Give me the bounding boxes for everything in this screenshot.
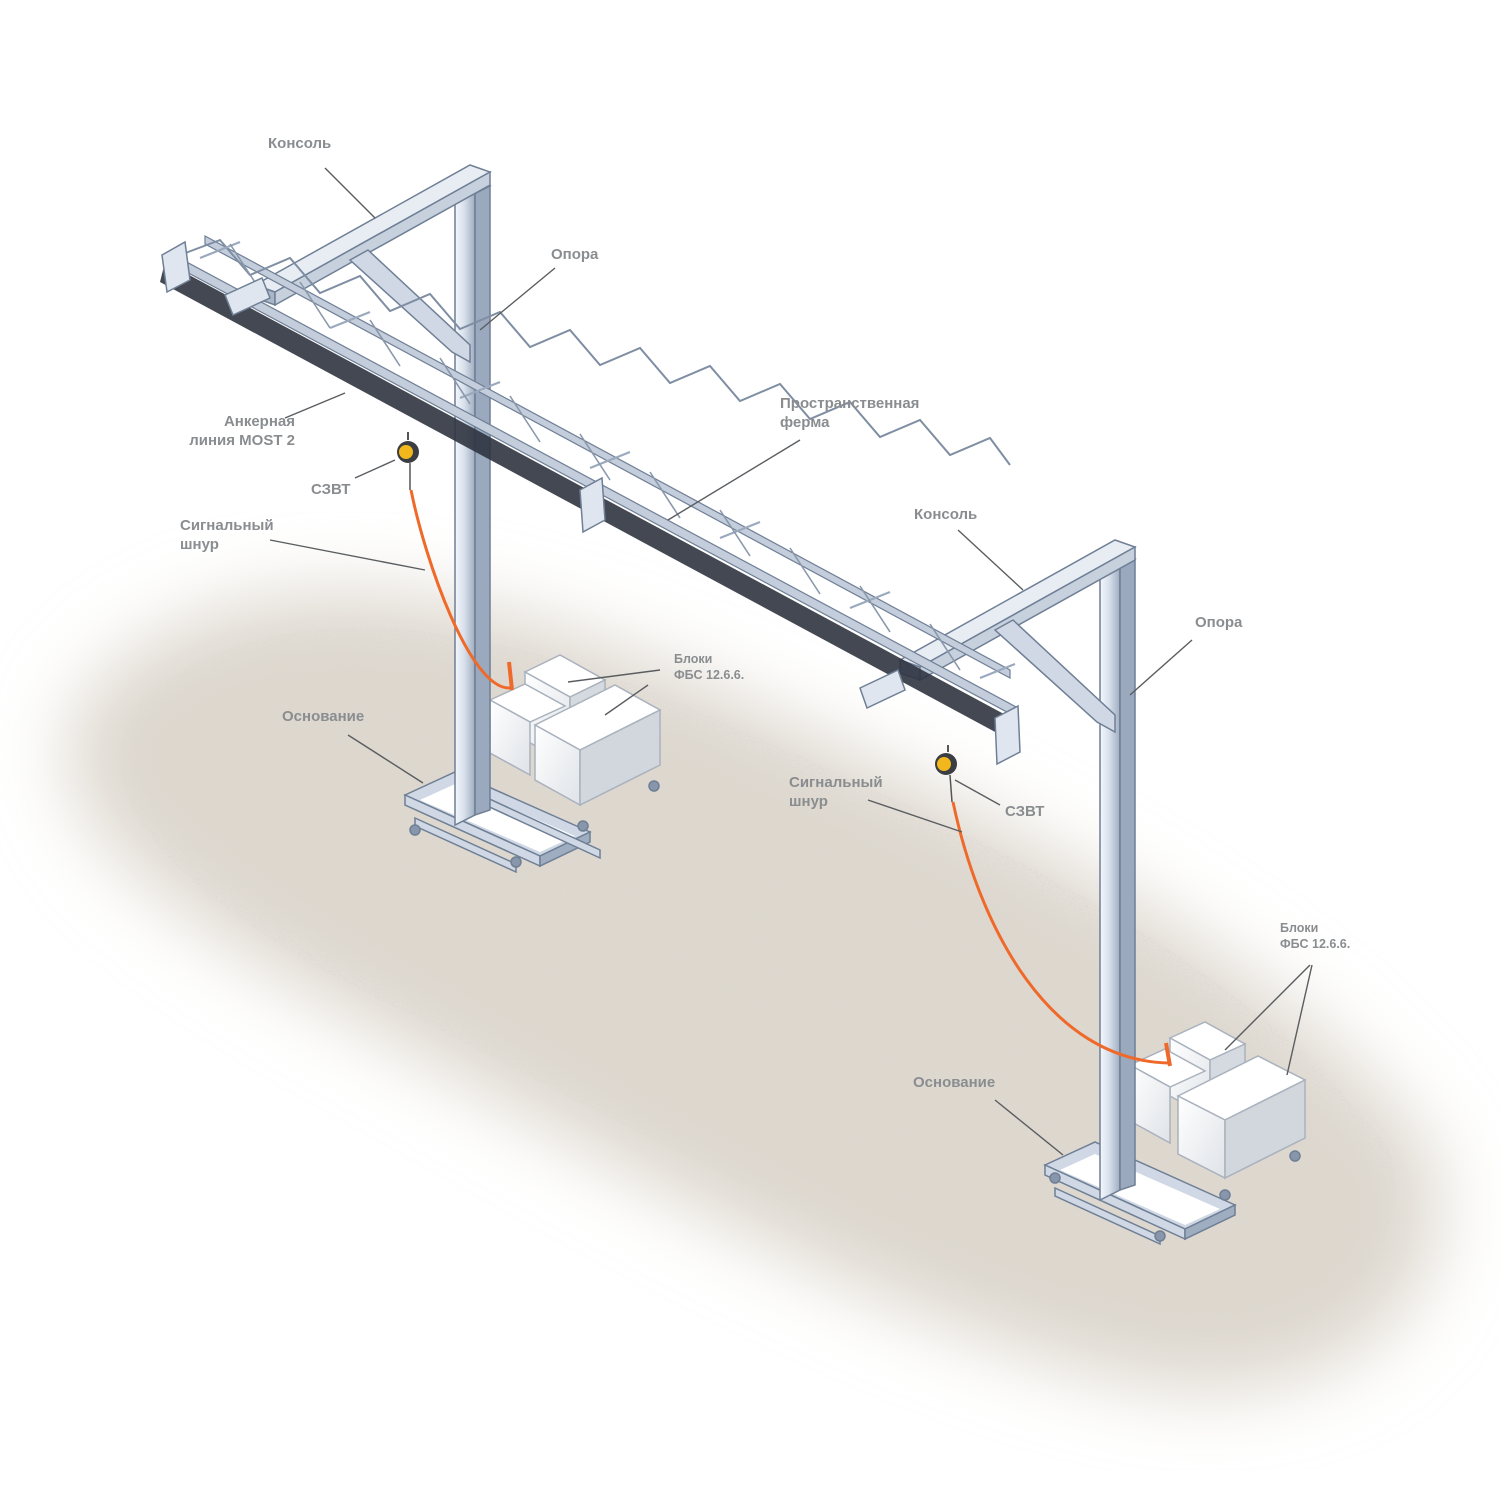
left-signal-cord — [409, 489, 511, 690]
left-console — [253, 164, 492, 364]
retractor-label-right-text: СЗВТ — [1005, 803, 1045, 820]
blocks-label-left: Блоки ФБС 12.6.6. — [674, 651, 744, 683]
base-label-right-text: Основание — [913, 1074, 996, 1091]
anchor-line-label-line2: линия MOST 2 — [189, 432, 295, 449]
space-truss — [160, 234, 1021, 766]
base-label-left: Основание — [282, 707, 364, 726]
blocks-label-left-line2: ФБС 12.6.6. — [674, 668, 745, 682]
left-fbs-blocks — [488, 654, 662, 807]
console-label-right: Консоль — [914, 505, 977, 524]
space-truss-label-line2: ферма — [780, 414, 830, 431]
gravel-ground — [67, 592, 1440, 1391]
retractor-label-left-text: СЗВТ — [311, 481, 351, 498]
anchor-line-label-line1: Анкерная — [223, 413, 295, 430]
blocks-label-left-line1: Блоки — [674, 652, 713, 666]
right-post — [1098, 551, 1137, 1202]
signal-cord-label-right: Сигнальный шнур — [789, 773, 883, 811]
retractor-label-left: СЗВТ — [311, 480, 350, 499]
left-post — [453, 178, 492, 827]
base-label-left-text: Основание — [282, 708, 365, 725]
space-truss-label-line1: Пространственная — [780, 395, 920, 412]
blocks-label-right-line1: Блоки — [1280, 921, 1319, 935]
signal-cord-label-left: Сигнальный шнур — [180, 516, 274, 554]
right-signal-cord — [951, 801, 1169, 1065]
right-console — [898, 539, 1137, 734]
console-label-left: Консоль — [268, 134, 331, 153]
signal-cord-label-left-line2: шнур — [180, 536, 219, 553]
right-retractor — [935, 745, 957, 803]
support-label-right: Опора — [1195, 613, 1242, 632]
leader-lines — [269, 167, 1313, 1156]
console-label-right-text: Консоль — [914, 506, 978, 523]
signal-cord-label-right-line2: шнур — [789, 793, 828, 810]
left-support — [253, 164, 662, 874]
support-label-right-text: Опора — [1195, 614, 1243, 631]
support-label-left-text: Опора — [551, 246, 599, 263]
support-label-left: Опора — [551, 245, 598, 264]
right-fbs-blocks — [1128, 1021, 1307, 1180]
left-retractor — [397, 432, 419, 490]
retractor-label-right: СЗВТ — [1005, 802, 1044, 821]
anchor-line-label: Анкерная линия MOST 2 — [170, 412, 295, 450]
signal-cord-label-right-line1: Сигнальный — [789, 774, 883, 791]
blocks-label-right: Блоки ФБС 12.6.6. — [1280, 920, 1350, 952]
signal-cord-label-left-line1: Сигнальный — [180, 517, 274, 534]
space-truss-label: Пространственная ферма — [780, 394, 919, 432]
console-label-left-text: Консоль — [268, 135, 332, 152]
base-label-right: Основание — [913, 1073, 995, 1092]
blocks-label-right-line2: ФБС 12.6.6. — [1280, 937, 1351, 951]
right-support — [898, 539, 1307, 1246]
